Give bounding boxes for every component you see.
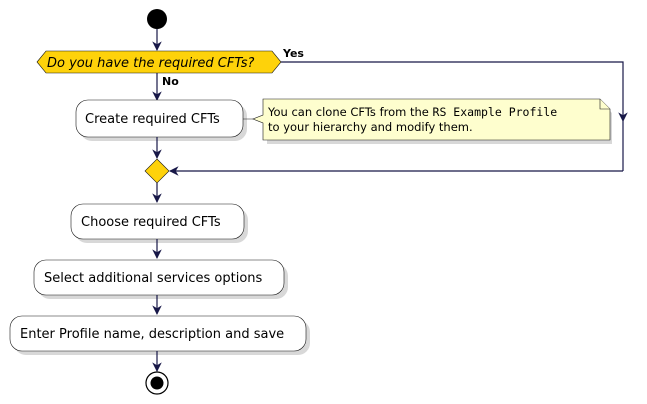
activity-choose-label: Choose required CFTs [81, 215, 221, 230]
note: You can clone CFTs from the RS Example P… [252, 98, 612, 144]
activity-enter: Enter Profile name, description and save [9, 315, 310, 355]
decision-question: Do you have the required CFTs? [47, 56, 255, 71]
stop-node [145, 371, 169, 395]
note-line-1: You can clone CFTs from the RS Example P… [267, 105, 557, 119]
activity-select: Select additional services options [33, 259, 288, 299]
decision-node: Do you have the required CFTs? [36, 50, 282, 74]
edge-yes [281, 61, 628, 122]
activity-choose: Choose required CFTs [70, 203, 248, 243]
note-line-2: to your hierarchy and modify them. [268, 120, 473, 134]
merge-node [144, 158, 170, 184]
activity-enter-label: Enter Profile name, description and save [20, 327, 284, 342]
activity-create: Create required CFTs [75, 99, 247, 141]
yes-label: Yes [282, 47, 304, 60]
start-node [147, 9, 167, 29]
activity-create-label: Create required CFTs [85, 112, 220, 127]
note-line-1-code: RS Example Profile [433, 105, 558, 119]
no-label: No [162, 75, 179, 88]
activity-select-label: Select additional services options [44, 271, 263, 286]
note-line-1-prefix: You can clone CFTs from the [267, 105, 433, 119]
